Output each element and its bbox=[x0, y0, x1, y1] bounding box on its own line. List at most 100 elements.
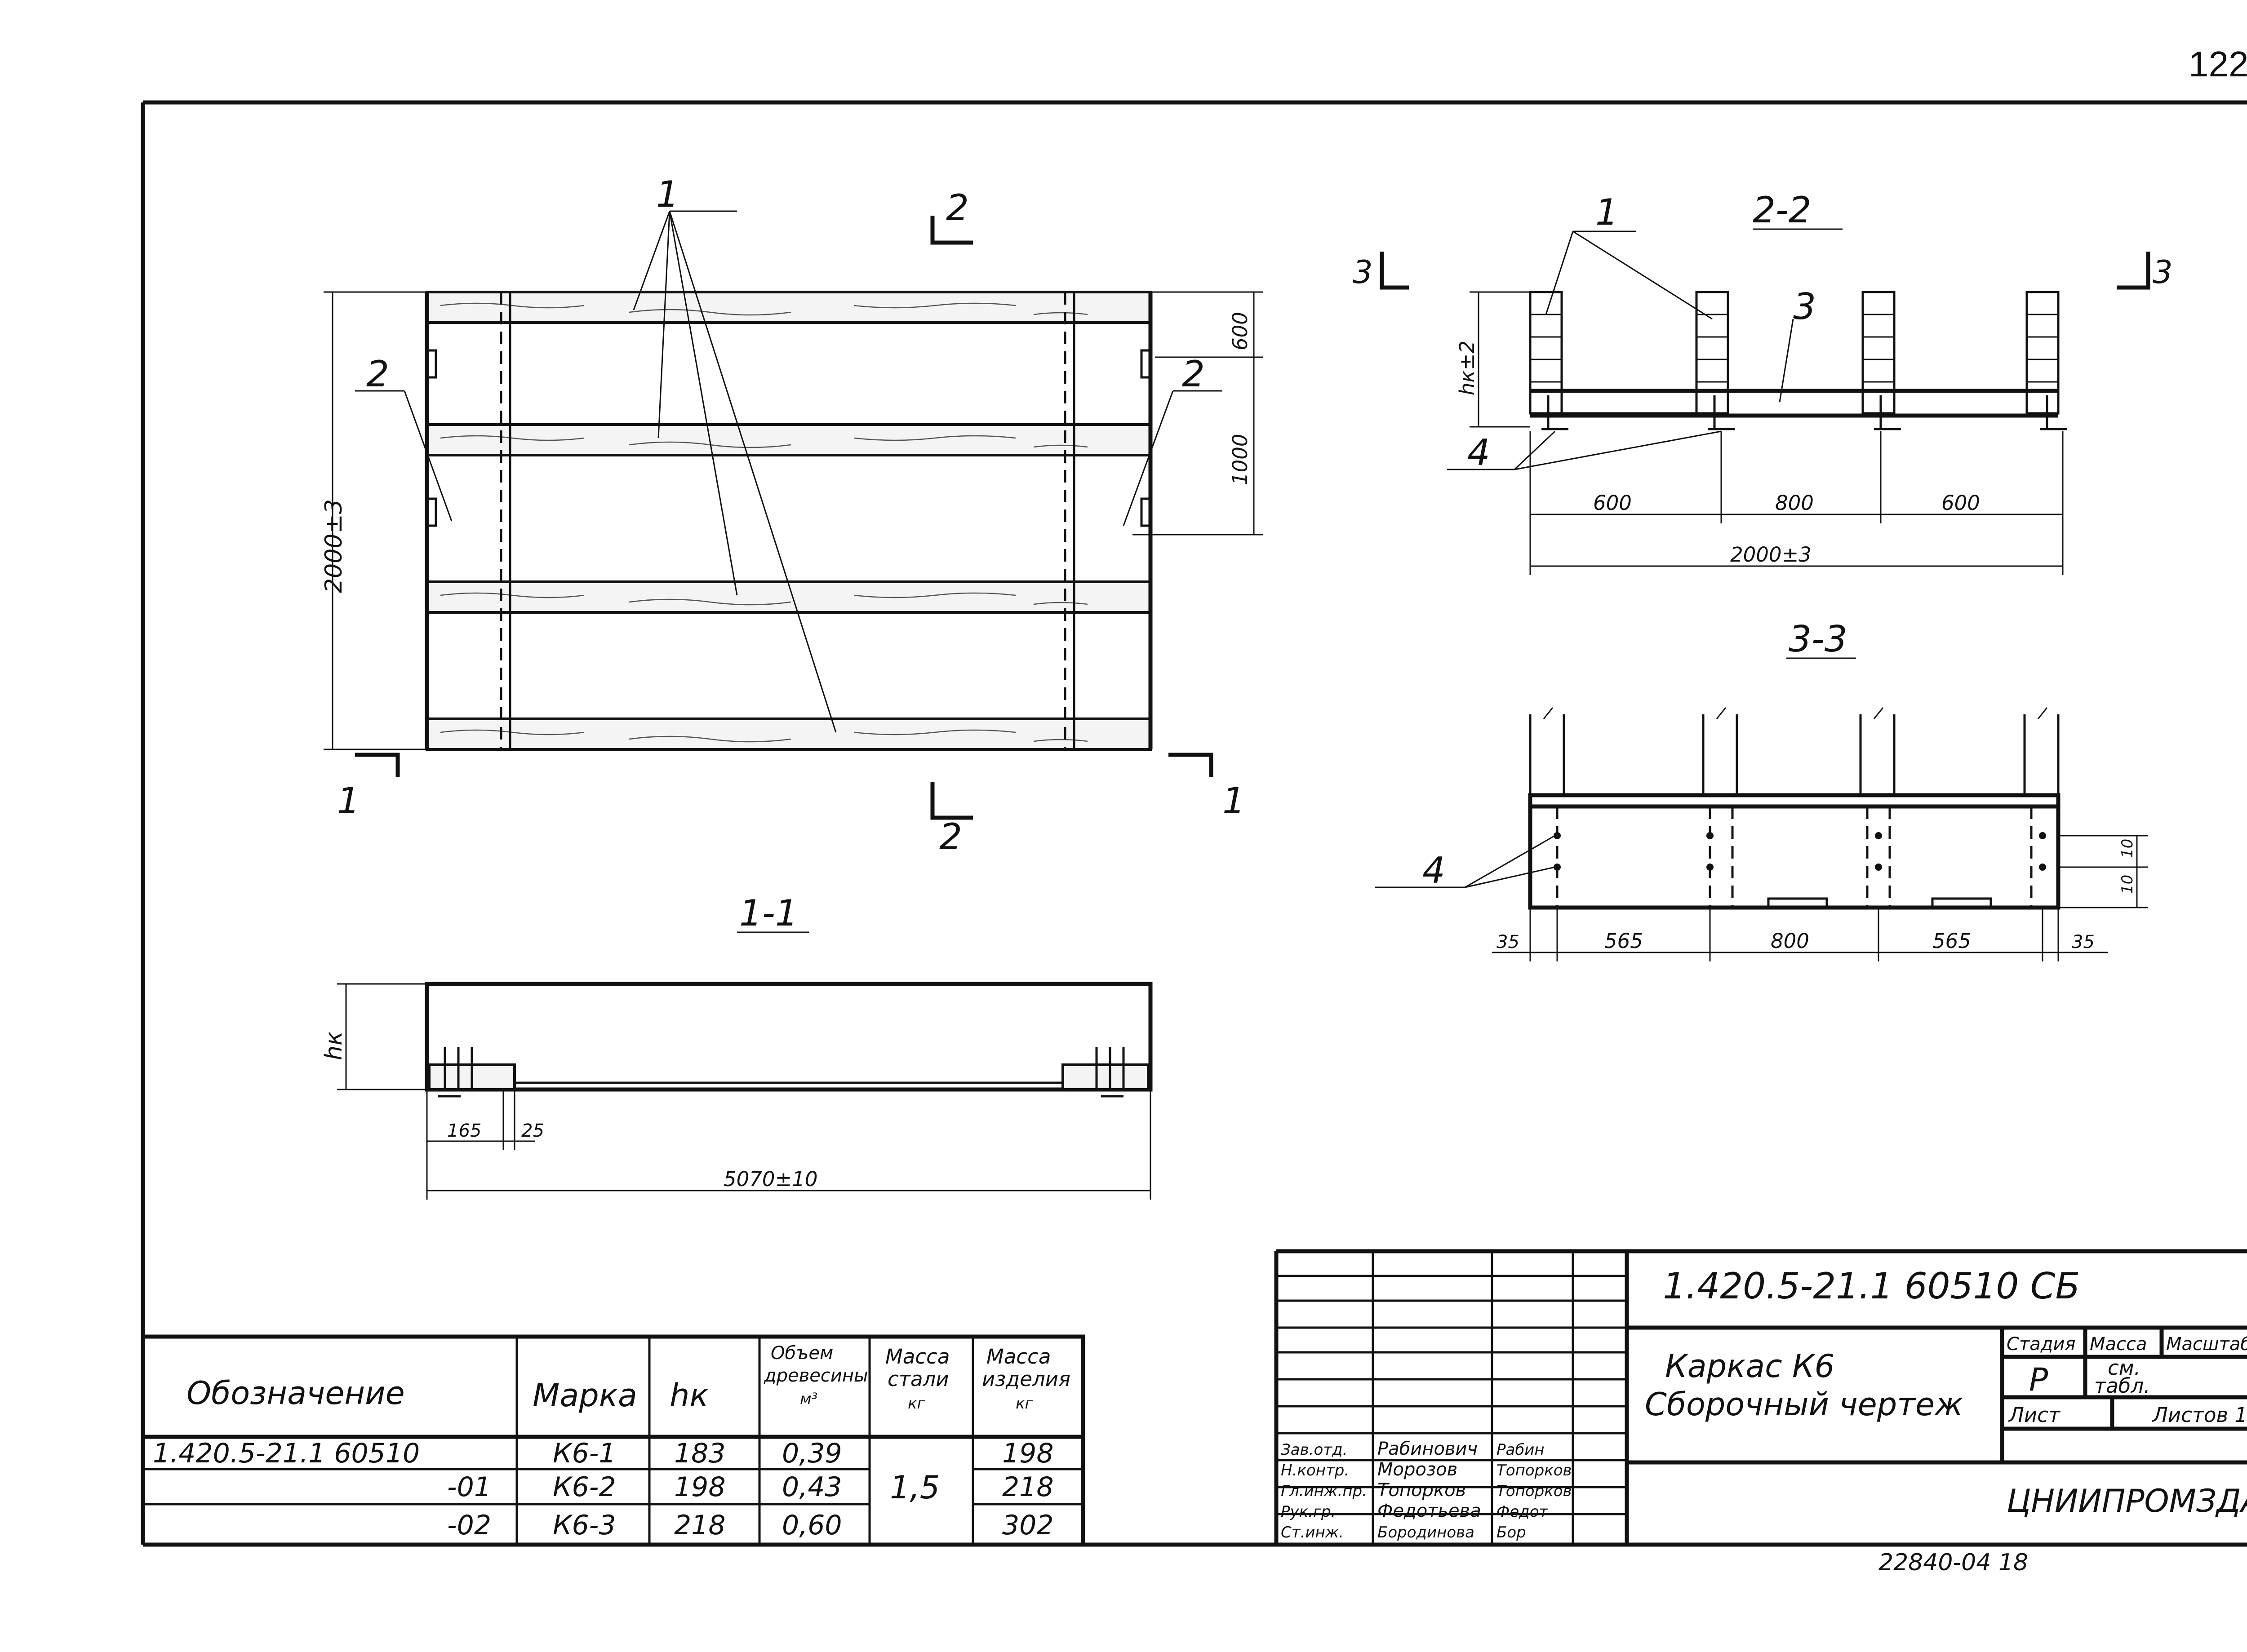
row3-hk: 218 bbox=[674, 1510, 726, 1541]
sig-name-1: Рабинович bbox=[1377, 1439, 1478, 1459]
archive-number: 22840-04 18 bbox=[1878, 1549, 2028, 1576]
sheets-label: Листов 1 bbox=[2152, 1403, 2247, 1427]
stage-label: Стадия bbox=[2007, 1334, 2075, 1355]
row3-designation: -02 bbox=[447, 1510, 491, 1541]
th-steel-1: Масса bbox=[885, 1345, 950, 1369]
th-hk: hк bbox=[670, 1377, 709, 1414]
stage-value: Р bbox=[2029, 1361, 2048, 1398]
sig-name-2: Морозов bbox=[1377, 1459, 1457, 1480]
th-designation: Обозначение bbox=[187, 1375, 405, 1412]
dim-plan-600: 600 bbox=[1228, 312, 1252, 350]
sig-role-4: Рук.гр. bbox=[1281, 1503, 1336, 1521]
dim-1-1-hk: hк bbox=[320, 1031, 347, 1060]
section-2-2 bbox=[1380, 228, 2150, 575]
th-product-2: изделия bbox=[982, 1367, 1070, 1391]
th-steel-2: стали bbox=[888, 1367, 949, 1391]
row2-designation: -01 bbox=[447, 1471, 491, 1503]
callout-3-sec2: 3 bbox=[1793, 286, 1816, 328]
th-product-1: Масса bbox=[986, 1345, 1051, 1369]
dim-3-3-10b: 10 bbox=[2118, 875, 2136, 894]
row2-mark: К6-2 bbox=[553, 1471, 616, 1503]
section-2-2-title: 2-2 bbox=[1753, 189, 1812, 231]
row3-volume: 0,60 bbox=[782, 1510, 842, 1541]
scale-label: Масштаб bbox=[2166, 1334, 2247, 1355]
page-number: 122 bbox=[2189, 44, 2247, 84]
callout-1-plan: 1 bbox=[656, 173, 679, 215]
title-line-2: Сборочный чертеж bbox=[1645, 1386, 1963, 1423]
dim-1-1-25: 25 bbox=[521, 1121, 544, 1141]
sig-role-5: Ст.инж. bbox=[1281, 1524, 1344, 1541]
section-mark-3-right: 3 bbox=[2153, 254, 2173, 291]
sig-role-3: Гл.инж.пр. bbox=[1281, 1482, 1367, 1500]
row2-product: 218 bbox=[1002, 1471, 1054, 1503]
title-line-1: Каркас К6 bbox=[1665, 1348, 1834, 1385]
callout-2-plan-right: 2 bbox=[1182, 353, 1205, 395]
section-1-1-title: 1-1 bbox=[739, 892, 798, 934]
row1-volume: 0,39 bbox=[782, 1438, 842, 1469]
sig-name-4: Федотьева bbox=[1377, 1501, 1481, 1521]
section-mark-1-right: 1 bbox=[1222, 780, 1245, 822]
dim-2-2-600a: 600 bbox=[1593, 491, 1632, 515]
row3-product: 302 bbox=[1002, 1510, 1054, 1541]
row1-hk: 183 bbox=[674, 1438, 726, 1469]
sig-sign-1: Рабин bbox=[1497, 1441, 1545, 1459]
sig-sign-3: Топорков bbox=[1497, 1482, 1572, 1500]
dim-plan-1000: 1000 bbox=[1228, 434, 1252, 485]
callout-1-sec2: 1 bbox=[1595, 191, 1618, 233]
section-3-3 bbox=[1375, 657, 2148, 961]
row2-hk: 198 bbox=[674, 1471, 726, 1503]
th-product-3: кг bbox=[1016, 1395, 1034, 1413]
mass-label: Масса bbox=[2090, 1334, 2147, 1355]
dim-1-1-length: 5070±10 bbox=[724, 1167, 818, 1191]
callout-4-sec3: 4 bbox=[1422, 850, 1445, 891]
dim-3-3-565a: 565 bbox=[1604, 929, 1643, 953]
dim-3-3-10a: 10 bbox=[2118, 839, 2136, 858]
spec-table bbox=[143, 1334, 1085, 1545]
dim-2-2-total: 2000±3 bbox=[1730, 543, 1812, 567]
dim-2-2-800: 800 bbox=[1775, 491, 1814, 515]
sheet-label: Лист bbox=[2008, 1403, 2061, 1427]
sig-sign-2: Топорков bbox=[1497, 1462, 1572, 1479]
row3-mark: К6-3 bbox=[553, 1510, 616, 1541]
dim-3-3-35a: 35 bbox=[1497, 932, 1519, 952]
sig-name-3: Топорков bbox=[1377, 1480, 1466, 1501]
organization: ЦНИИПРОМЗДАНИЙ bbox=[2007, 1483, 2247, 1519]
steel-mass-shared: 1,5 bbox=[890, 1469, 940, 1506]
sheet-frame bbox=[141, 100, 2247, 1547]
dim-3-3-565b: 565 bbox=[1932, 929, 1971, 953]
sig-name-5: Бородинова bbox=[1377, 1524, 1474, 1541]
callout-2-plan-left: 2 bbox=[366, 353, 389, 395]
dim-plan-height: 2000±3 bbox=[320, 499, 347, 593]
doc-code: 1.420.5-21.1 60510 СБ bbox=[1663, 1265, 2080, 1307]
section-mark-1-left: 1 bbox=[337, 780, 360, 822]
dim-3-3-35b: 35 bbox=[2072, 932, 2095, 952]
mass-value-2: табл. bbox=[2094, 1374, 2150, 1398]
row2-volume: 0,43 bbox=[782, 1471, 842, 1503]
row1-mark: К6-1 bbox=[553, 1438, 616, 1469]
section-1-1 bbox=[337, 931, 1153, 1200]
plan-view bbox=[324, 210, 1263, 820]
sig-role-1: Зав.отд. bbox=[1281, 1441, 1347, 1459]
callout-4-sec2: 4 bbox=[1467, 432, 1490, 474]
sig-role-2: Н.контр. bbox=[1281, 1462, 1349, 1479]
th-mark: Марка bbox=[533, 1377, 637, 1414]
row1-product: 198 bbox=[1002, 1438, 1054, 1469]
section-mark-2-bottom: 2 bbox=[939, 816, 962, 858]
th-steel-3: кг bbox=[908, 1395, 926, 1413]
dim-2-2-600b: 600 bbox=[1941, 491, 1980, 515]
row1-designation: 1.420.5-21.1 60510 bbox=[153, 1438, 420, 1469]
section-mark-3-left: 3 bbox=[1353, 254, 1373, 291]
wood-grain bbox=[440, 302, 1088, 743]
th-volume-2: древесины bbox=[764, 1365, 868, 1386]
sig-sign-5: Бор bbox=[1497, 1524, 1526, 1541]
mass-value-1: см. bbox=[2108, 1356, 2140, 1380]
section-3-3-title: 3-3 bbox=[1789, 618, 1847, 660]
dim-3-3-800: 800 bbox=[1771, 929, 1809, 953]
dim-1-1-165: 165 bbox=[447, 1121, 481, 1141]
th-volume-3: м³ bbox=[800, 1390, 817, 1408]
dim-2-2-height: hк±2 bbox=[1455, 341, 1479, 395]
sig-sign-4: Федот bbox=[1497, 1503, 1548, 1521]
title-block bbox=[1274, 1249, 2247, 1545]
th-volume-1: Объем bbox=[771, 1343, 833, 1364]
